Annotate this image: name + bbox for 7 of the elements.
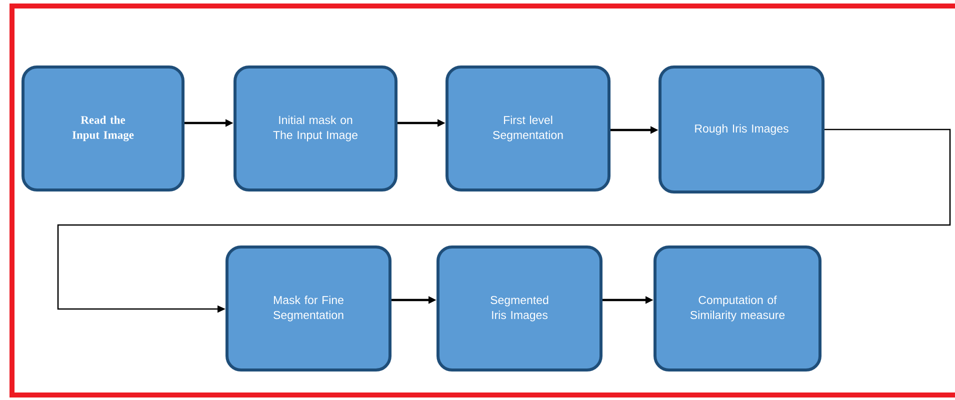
process-box: Segmented Iris Images	[436, 246, 602, 372]
process-box: Rough Iris Images	[658, 66, 824, 194]
process-box: Mask for Fine Segmentation	[226, 246, 392, 372]
process-box: Initial mask on The Input Image	[234, 66, 398, 192]
process-box: Read the Input Image	[22, 66, 184, 192]
process-box: Computation of Similarity measure	[654, 246, 822, 372]
process-box: First level Segmentation	[446, 66, 610, 192]
